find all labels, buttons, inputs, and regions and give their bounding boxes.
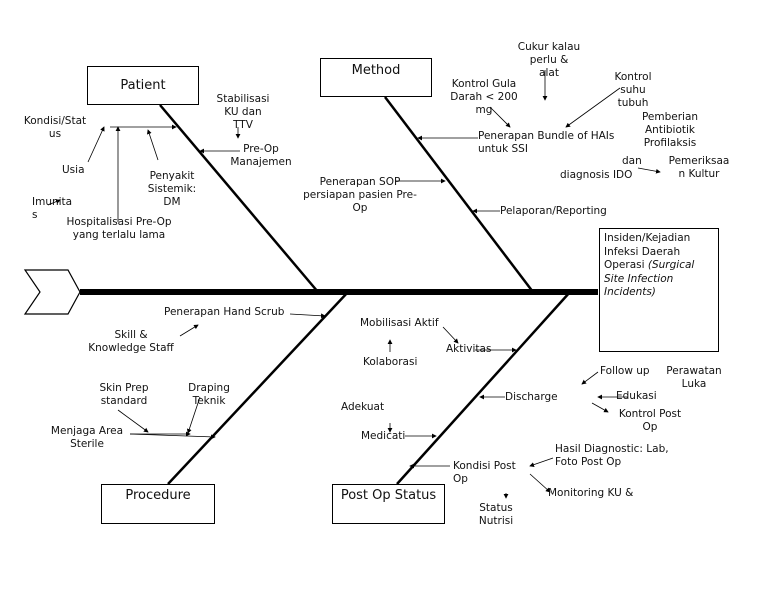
effect-label-italic: (Surgical Site Infection Incidents) xyxy=(604,259,695,298)
category-method: Method xyxy=(320,58,432,97)
cause-kontrol-suhu: Kontrol suhu tubuh xyxy=(614,71,652,109)
cause-kondisi-post-op: Kondisi Post Op xyxy=(453,460,516,485)
category-post-op-status: Post Op Status xyxy=(332,484,445,524)
cause-follow-up: Follow up xyxy=(600,365,650,377)
cause-stabilisasi: Stabilisasi KU dan TTV xyxy=(216,93,270,131)
category-patient: Patient xyxy=(87,66,199,105)
cause-kontrol-gula: Kontrol Gula Darah < 200 mg xyxy=(450,78,518,116)
cause-diagnosis-ido: diagnosis IDO xyxy=(560,169,633,181)
cause-draping: Draping Teknik xyxy=(188,382,230,407)
bone-postop xyxy=(396,291,571,485)
cause-usia: Usia xyxy=(62,164,85,176)
cause-hasil-diagnostic: Hasil Diagnostic: Lab, Foto Post Op xyxy=(555,443,669,468)
cause-area-steril: Menjaga Area Sterile xyxy=(50,425,124,450)
cause-imunitas: Imunita s xyxy=(32,196,73,221)
cause-mobilisasi: Mobilisasi Aktif xyxy=(360,317,439,329)
cause-adekuat: Adekuat xyxy=(341,401,385,413)
effect-box: Insiden/Kejadian Infeksi Daerah Operasi … xyxy=(599,228,719,352)
cause-status-nutrisi: Status Nutrisi xyxy=(478,502,514,527)
cause-hand-scrub: Penerapan Hand Scrub xyxy=(164,306,285,318)
cause-edukasi: Edukasi xyxy=(616,390,657,402)
cause-penyakit-sistemik: Penyakit Sistemik: DM xyxy=(147,170,197,208)
cause-kolaborasi: Kolaborasi xyxy=(363,356,418,368)
cause-bundle-hais: Penerapan Bundle of HAIs untuk SSI xyxy=(478,130,615,155)
spine-tail-arrow xyxy=(23,269,81,315)
bone-method xyxy=(384,96,534,293)
bone-procedure xyxy=(167,291,349,485)
cause-antibiotik: Pemberian Antibiotik Profilaksis xyxy=(641,111,699,149)
cause-pelaporan: Pelaporan/Reporting xyxy=(500,205,607,217)
cause-perawatan-luka: Perawatan Luka xyxy=(666,365,722,390)
cause-cukur: Cukur kalau perlu & alat xyxy=(517,41,581,79)
cause-monitoring: Monitoring KU & xyxy=(548,487,634,499)
cause-skill-knowledge: Skill & Knowledge Staff xyxy=(88,329,174,354)
category-procedure: Procedure xyxy=(101,484,215,524)
cause-kontrol-post-op: Kontrol Post Op xyxy=(618,408,682,433)
bone-patient xyxy=(159,104,319,293)
cause-kondisi-status: Kondisi/Stat us xyxy=(23,115,87,140)
cause-aktivitas: Aktivitas xyxy=(446,343,492,355)
cause-dan: dan xyxy=(622,155,642,167)
effect-label: Insiden/Kejadian Infeksi Daerah Operasi xyxy=(604,232,691,271)
cause-medicati: Medicati xyxy=(361,430,406,442)
cause-kultur: Pemeriksaa n Kultur xyxy=(668,155,730,180)
cause-preop-manajemen: Pre-Op Manajemen xyxy=(230,143,292,168)
cause-sop-preop: Penerapan SOP persiapan pasien Pre- Op xyxy=(303,176,417,214)
cause-hospitalisasi: Hospitalisasi Pre-Op yang terlalu lama xyxy=(66,216,172,241)
cause-skin-prep: Skin Prep standard xyxy=(99,382,149,407)
cause-discharge: Discharge xyxy=(505,391,558,403)
